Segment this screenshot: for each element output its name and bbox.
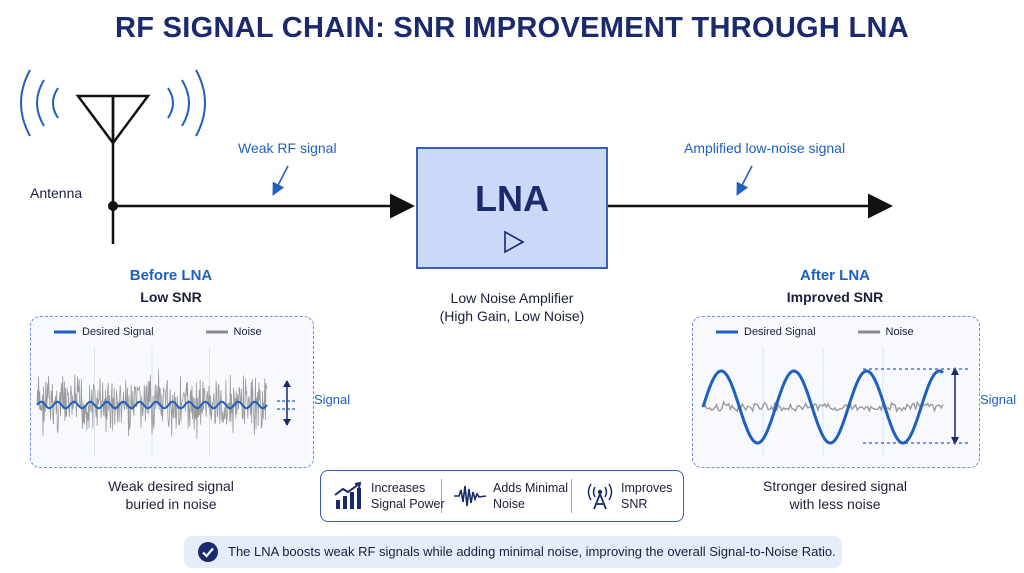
after-lna-plot bbox=[692, 316, 980, 468]
legend-noise-swatch bbox=[205, 330, 228, 334]
check-circle-icon bbox=[198, 542, 218, 562]
weak-signal-label: Weak RF signal bbox=[238, 140, 337, 156]
lna-description-line2: (High Gain, Low Noise) bbox=[439, 308, 585, 324]
feature-improves-snr: Improves SNR bbox=[585, 480, 672, 512]
amplified-signal-callout-arrow bbox=[736, 165, 753, 196]
before-lna-waveform bbox=[36, 347, 297, 457]
noise-trace bbox=[702, 400, 944, 413]
summary-text: The LNA boosts weak RF signals while add… bbox=[228, 544, 836, 559]
lna-label: LNA bbox=[475, 178, 549, 219]
after-lna-subheading: Improved SNR bbox=[786, 289, 884, 305]
after-lna-waveform bbox=[701, 347, 969, 457]
feature-line1: Improves bbox=[621, 481, 673, 495]
feature-line2: Signal Power bbox=[371, 497, 445, 511]
feature-minimal-noise: Adds Minimal Noise bbox=[453, 480, 568, 512]
feature-line2: SNR bbox=[621, 497, 648, 511]
legend-signal-label: Desired Signal bbox=[744, 326, 816, 338]
before-caption: Weak desired signal buried in noise bbox=[30, 477, 312, 513]
before-lna-subheading: Low SNR bbox=[140, 289, 202, 305]
legend-noise-label: Noise bbox=[233, 326, 262, 338]
before-caption-line2: buried in noise bbox=[125, 496, 217, 512]
legend-noise-label: Noise bbox=[885, 326, 914, 338]
amplifier-triangle-icon bbox=[504, 230, 525, 254]
marker-arrow-up bbox=[283, 380, 291, 387]
feature-summary-box: Increases Signal Power Adds Minimal Nois… bbox=[320, 470, 684, 522]
feature-divider bbox=[441, 479, 442, 513]
waveform-icon bbox=[454, 485, 487, 507]
feature-increases-power: Increases Signal Power bbox=[333, 480, 445, 512]
feature-line2: Noise bbox=[493, 497, 525, 511]
marker-arrow-down bbox=[283, 419, 291, 426]
bar-chart-up-icon bbox=[334, 481, 362, 509]
page-title: RF SIGNAL CHAIN: SNR IMPROVEMENT THROUGH… bbox=[114, 12, 910, 44]
before-lna-plot bbox=[30, 316, 314, 468]
desired-signal-trace bbox=[36, 400, 268, 410]
after-legend: Desired Signal Noise bbox=[716, 326, 914, 338]
after-lna-heading: After LNA bbox=[800, 267, 870, 284]
before-caption-line1: Weak desired signal bbox=[108, 478, 234, 494]
marker-arrow-up bbox=[951, 367, 959, 375]
feature-line1: Adds Minimal bbox=[493, 481, 569, 495]
after-caption-line2: with less noise bbox=[789, 496, 881, 512]
antenna-label: Antenna bbox=[30, 185, 83, 201]
before-legend: Desired Signal Noise bbox=[54, 326, 262, 338]
amplified-signal-label: Amplified low-noise signal bbox=[684, 140, 846, 156]
summary-banner: The LNA boosts weak RF signals while add… bbox=[184, 536, 842, 568]
legend-signal-swatch bbox=[716, 330, 738, 334]
after-caption-line1: Stronger desired signal bbox=[763, 478, 907, 494]
weak-signal-callout-arrow bbox=[272, 165, 289, 196]
feature-divider bbox=[571, 479, 572, 513]
after-signal-annotation: Signal bbox=[980, 392, 1017, 407]
desired-signal-trace bbox=[701, 369, 944, 445]
after-caption: Stronger desired signal with less noise bbox=[692, 477, 978, 513]
legend-noise-swatch bbox=[857, 330, 880, 334]
feature-line1: Increases bbox=[371, 481, 426, 495]
lna-description-line1: Low Noise Amplifier bbox=[450, 290, 574, 306]
radio-tower-icon bbox=[587, 483, 613, 510]
antenna-icon bbox=[20, 69, 206, 244]
lna-description: Low Noise Amplifier (High Gain, Low Nois… bbox=[400, 289, 624, 325]
before-signal-annotation: Signal bbox=[314, 392, 351, 407]
legend-signal-label: Desired Signal bbox=[82, 326, 154, 338]
marker-arrow-down bbox=[951, 437, 959, 445]
before-lna-heading: Before LNA bbox=[129, 267, 213, 284]
legend-signal-swatch bbox=[54, 330, 76, 334]
